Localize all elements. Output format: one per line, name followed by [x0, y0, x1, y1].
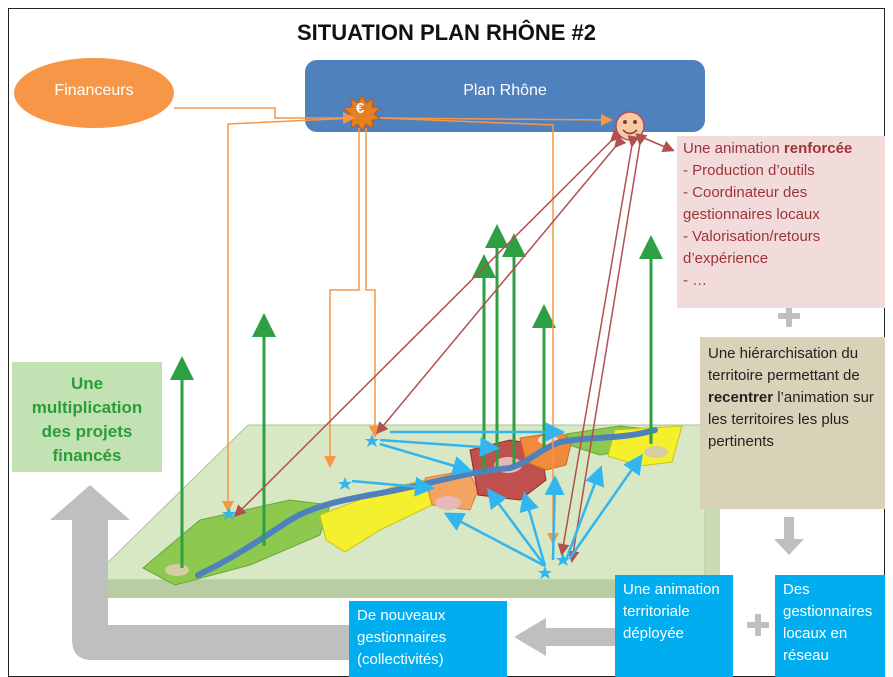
financeurs-label: Financeurs — [54, 82, 134, 99]
hierarchisation-line1: Une hiérarchisation du territoire permet… — [708, 345, 860, 384]
nouveaux-gestionnaires-box: De nouveaux gestionnaires (collectivités… — [349, 601, 507, 677]
star-markers — [222, 434, 570, 579]
hierarchisation-box: Une hiérarchisation du territoire permet… — [700, 337, 885, 509]
flow-arrows — [50, 305, 804, 660]
animation-highlight: renforcée — [783, 140, 853, 157]
euro-label: € — [355, 100, 365, 117]
animation-item: gestionnaires locaux — [683, 206, 820, 223]
animation-item: d’expérience — [683, 250, 769, 267]
animation-item: - Coordinateur des — [683, 184, 808, 201]
financeurs-ellipse — [14, 58, 174, 128]
animation-item: - … — [683, 272, 708, 289]
plan-rhone-label: Plan Rhône — [463, 82, 547, 99]
animation-heading: Une animation renforcée — [683, 138, 879, 160]
hierarchisation-line2: l’animation sur les territoires les plus… — [708, 389, 874, 450]
animation-box: Une animation renforcée - Production d’o… — [677, 136, 885, 308]
multiplication-box: Une multiplication des projets financés — [12, 362, 162, 472]
gestionnaires-reseau-box: Des gestionnaires locaux en réseau — [775, 575, 885, 677]
animation-item: - Valorisation/retours — [683, 228, 821, 245]
page-title: SITUATION PLAN RHÔNE #2 — [296, 20, 597, 45]
animation-item: - Production d’outils — [683, 162, 815, 179]
animation-prefix: Une animation — [683, 140, 784, 157]
network-arrows — [351, 422, 643, 568]
hierarchisation-highlight: recentrer — [708, 389, 774, 406]
animation-territoriale-box: Une animation territoriale déployée — [615, 575, 733, 677]
smiley-icon — [615, 111, 645, 141]
animation-arrows — [233, 129, 675, 563]
